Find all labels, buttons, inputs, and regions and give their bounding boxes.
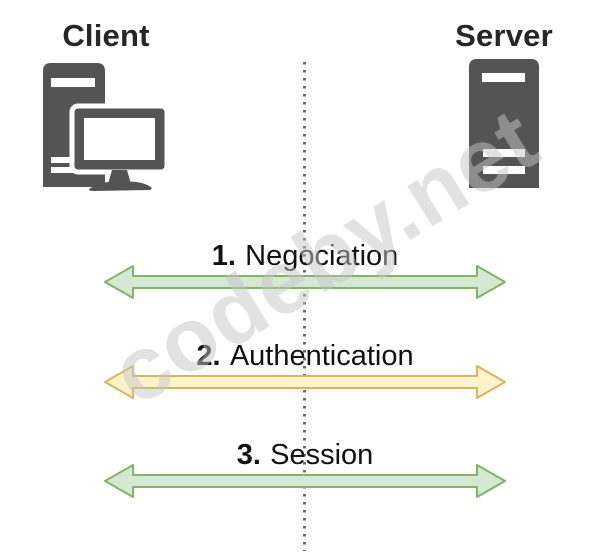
client-monitor-base: [88, 181, 152, 191]
server-title: Server: [455, 18, 553, 53]
client-computer-icon: [43, 63, 168, 191]
step-3-arrow: [104, 464, 506, 498]
step-2-label: 2.Authentication: [105, 340, 505, 372]
step-1-label: 1. Negociation: [105, 240, 505, 272]
server-slot-2: [483, 166, 525, 174]
client-monitor-screen: [84, 118, 155, 160]
step-1-arrow: [104, 265, 506, 299]
step-2-name: Authentication: [229, 340, 414, 372]
step-2-arrow: [104, 365, 506, 399]
client-monitor-stand: [108, 170, 131, 184]
step-3-number: 3.: [236, 439, 261, 471]
client-tower-slot-top: [51, 78, 95, 87]
server-icon: [469, 59, 539, 188]
server-slot-1: [483, 149, 525, 157]
step-1-number: 1.: [211, 240, 236, 272]
client-title: Client: [62, 18, 150, 53]
dotted-separator-line: [303, 62, 306, 551]
client-tower-slot-2: [51, 167, 89, 173]
step-3-label: 3. Session: [105, 439, 505, 471]
step-1-name: Negociation: [245, 240, 399, 272]
step-3-name: Session: [270, 439, 374, 471]
step-2-number: 2.: [196, 340, 221, 372]
server-slot-top: [482, 73, 525, 82]
